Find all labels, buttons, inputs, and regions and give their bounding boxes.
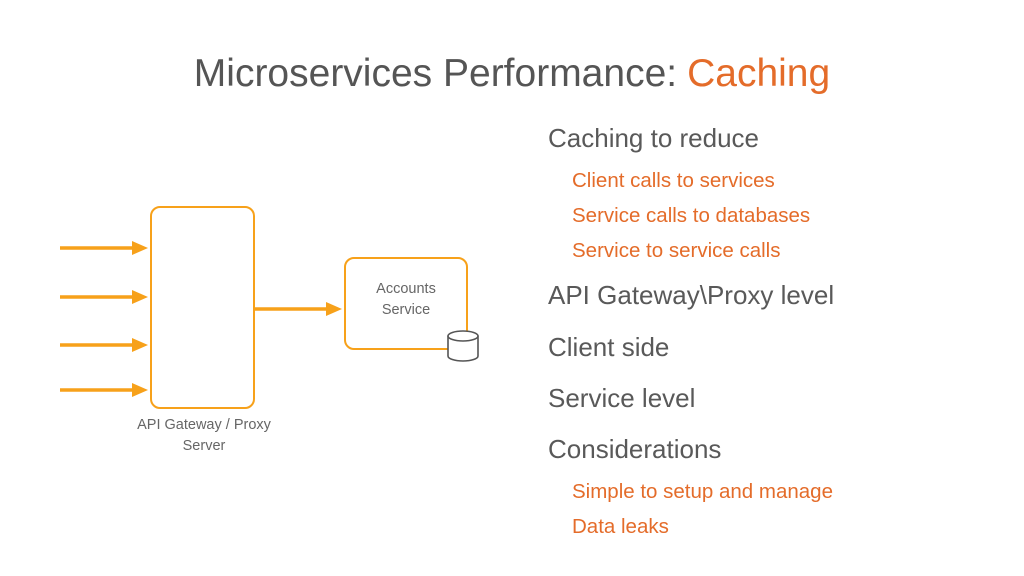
title-accent: Caching [687, 52, 831, 95]
accounts-service-box [344, 257, 468, 350]
gateway-to-service-arrow [254, 302, 342, 316]
sub-bullet-service-service-calls: Service to service calls [572, 239, 781, 262]
bullet-service-level: Service level [548, 383, 696, 413]
accounts-service-label: Accounts Service [345, 279, 467, 321]
api-gateway-label: API Gateway / Proxy Server [120, 415, 288, 457]
database-icon [447, 330, 479, 362]
bullet-client-side: Client side [548, 332, 670, 362]
sub-bullet-simple-setup: Simple to setup and manage [572, 480, 833, 503]
incoming-arrow [60, 241, 148, 255]
bullet-considerations: Considerations [548, 434, 722, 464]
gateway-label-line: Server [182, 438, 226, 454]
sub-bullet-client-calls: Client calls to services [572, 169, 775, 192]
bullet-gateway-level: API Gateway\Proxy level [548, 280, 835, 310]
sub-bullet-data-leaks: Data leaks [572, 515, 669, 538]
incoming-arrow [60, 383, 148, 397]
api-gateway-box [150, 206, 255, 409]
accounts-label-line: Service [381, 302, 431, 318]
incoming-arrows [60, 241, 148, 397]
slide-title: Microservices Performance:Caching [0, 52, 1024, 96]
incoming-arrow [60, 338, 148, 352]
gateway-label-line: API Gateway / Proxy [137, 417, 271, 433]
incoming-arrow [60, 290, 148, 304]
sub-bullet-service-db-calls: Service calls to databases [572, 204, 811, 227]
title-main: Microservices Performance: [193, 52, 678, 95]
accounts-label-line: Accounts [376, 281, 436, 297]
architecture-diagram [60, 206, 479, 409]
bullet-caching-to-reduce: Caching to reduce [548, 123, 760, 153]
